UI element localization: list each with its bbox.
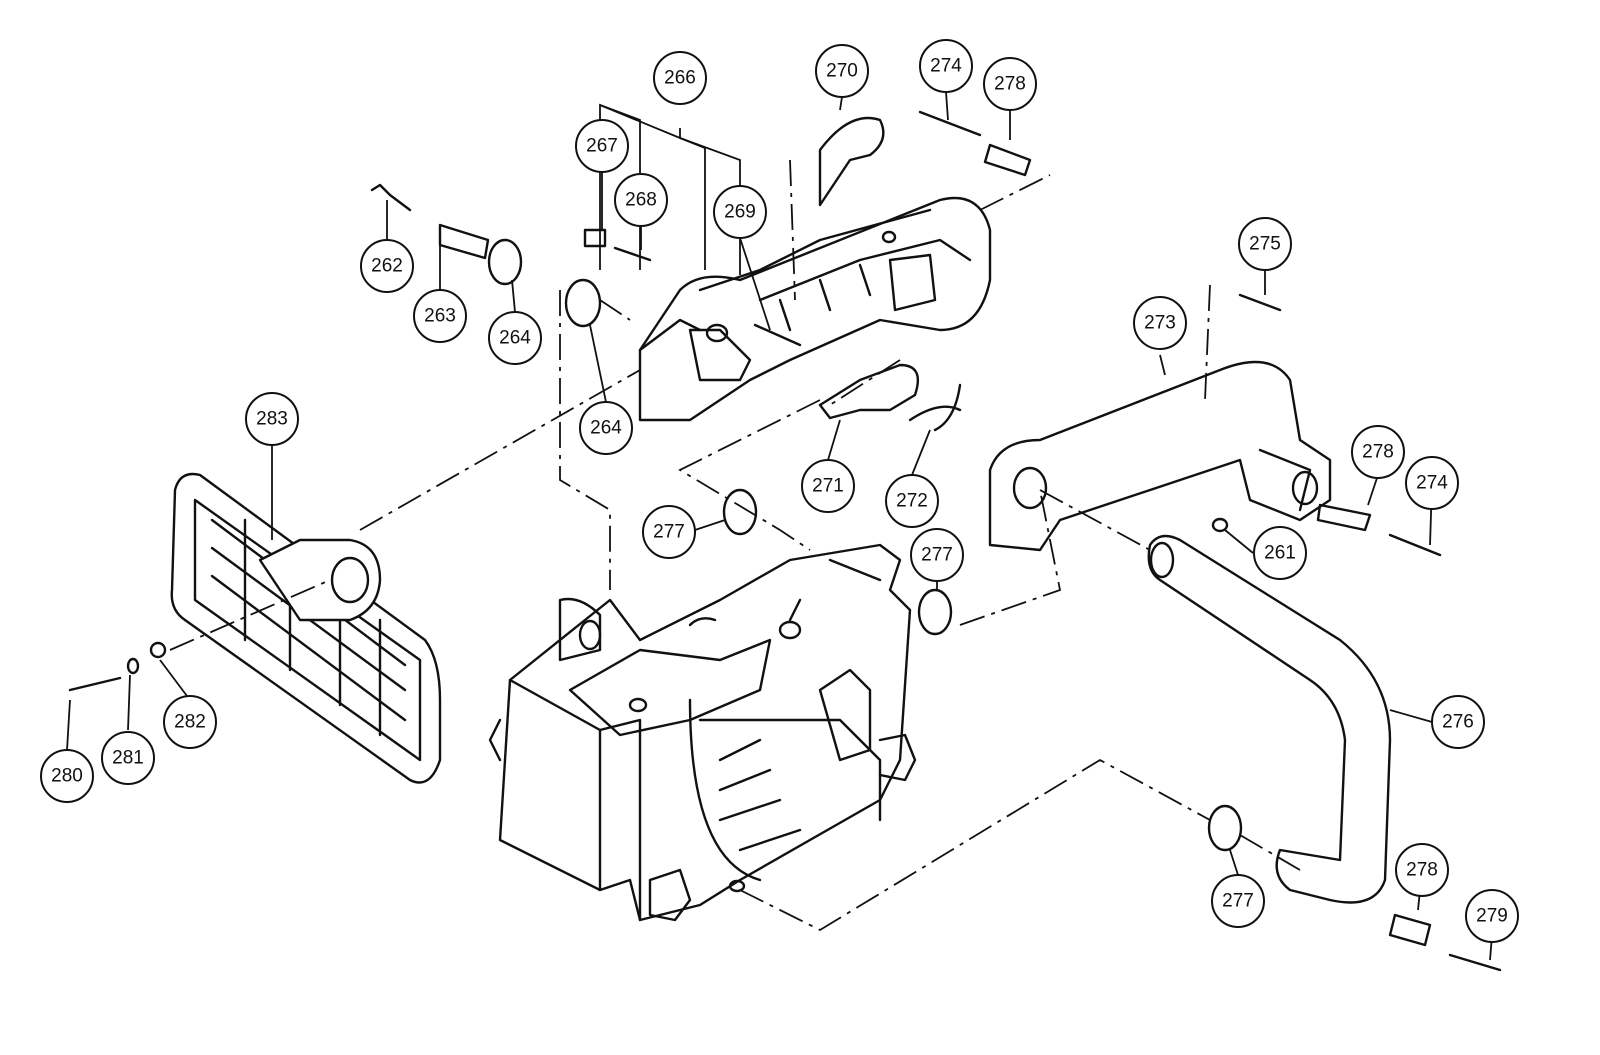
crankcase	[488, 543, 917, 922]
svg-text:272: 272	[896, 491, 928, 512]
callout-278-c: 278	[1395, 843, 1449, 897]
callout-281: 281	[101, 731, 155, 785]
svg-text:276: 276	[1442, 712, 1474, 733]
svg-text:268: 268	[625, 190, 657, 211]
callout-267: 267	[575, 119, 629, 173]
callouts: 261 262 263 264 264 266 267 268 269 270 …	[40, 39, 1519, 943]
callout-268: 268	[614, 173, 668, 227]
callout-266: 266	[653, 51, 707, 105]
svg-text:264: 264	[590, 418, 622, 439]
callout-272: 272	[885, 474, 939, 528]
svg-text:278: 278	[1406, 860, 1438, 881]
callout-277-c: 277	[1211, 874, 1265, 928]
handle-bar-276	[1147, 534, 1392, 904]
svg-text:277: 277	[1222, 891, 1254, 912]
screw-262	[370, 183, 412, 212]
callout-277-b: 277	[910, 528, 964, 582]
svg-text:271: 271	[812, 476, 844, 497]
svg-text:273: 273	[1144, 313, 1176, 334]
top-handle-266	[638, 196, 992, 422]
callout-282: 282	[163, 695, 217, 749]
callout-279: 279	[1465, 889, 1519, 943]
svg-text:280: 280	[51, 766, 83, 787]
callout-278-b: 278	[1351, 425, 1405, 479]
callout-274-b: 274	[1405, 456, 1459, 510]
svg-text:277: 277	[921, 545, 953, 566]
throttle-lock-271	[818, 363, 920, 420]
svg-text:262: 262	[371, 256, 403, 277]
svg-text:269: 269	[724, 202, 756, 223]
callout-263: 263	[413, 289, 467, 343]
svg-text:279: 279	[1476, 906, 1508, 927]
callout-283: 283	[245, 392, 299, 446]
svg-text:264: 264	[499, 328, 531, 349]
svg-text:283: 283	[256, 409, 288, 430]
guard-plate-283	[170, 472, 442, 784]
callout-271: 271	[801, 459, 855, 513]
svg-text:275: 275	[1249, 234, 1281, 255]
callout-261: 261	[1253, 526, 1307, 580]
sleeve-263	[438, 223, 490, 260]
callout-270: 270	[815, 44, 869, 98]
callout-264-a: 264	[488, 311, 542, 365]
callout-274-a: 274	[919, 39, 973, 93]
callout-277-a: 277	[642, 505, 696, 559]
callout-273: 273	[1133, 296, 1187, 350]
svg-text:277: 277	[653, 522, 685, 543]
callout-275: 275	[1238, 217, 1292, 271]
svg-text:278: 278	[1362, 442, 1394, 463]
callout-262: 262	[360, 239, 414, 293]
callout-264-b: 264	[579, 401, 633, 455]
svg-text:266: 266	[664, 68, 696, 89]
svg-text:282: 282	[174, 712, 206, 733]
svg-text:274: 274	[930, 56, 962, 77]
svg-text:281: 281	[112, 748, 144, 769]
svg-text:274: 274	[1416, 473, 1448, 494]
callout-269: 269	[713, 185, 767, 239]
small-parts	[68, 110, 1502, 972]
svg-text:267: 267	[586, 136, 618, 157]
spring-272	[908, 383, 962, 432]
callout-276: 276	[1431, 695, 1485, 749]
assembly-lines	[169, 159, 1301, 932]
handle-bracket-273	[988, 360, 1332, 552]
svg-text:263: 263	[424, 306, 456, 327]
svg-text:278: 278	[994, 74, 1026, 95]
svg-text:270: 270	[826, 61, 858, 82]
throttle-trigger-270	[818, 116, 885, 207]
svg-text:261: 261	[1264, 543, 1296, 564]
callout-280: 280	[40, 749, 94, 803]
callout-278-a: 278	[983, 57, 1037, 111]
